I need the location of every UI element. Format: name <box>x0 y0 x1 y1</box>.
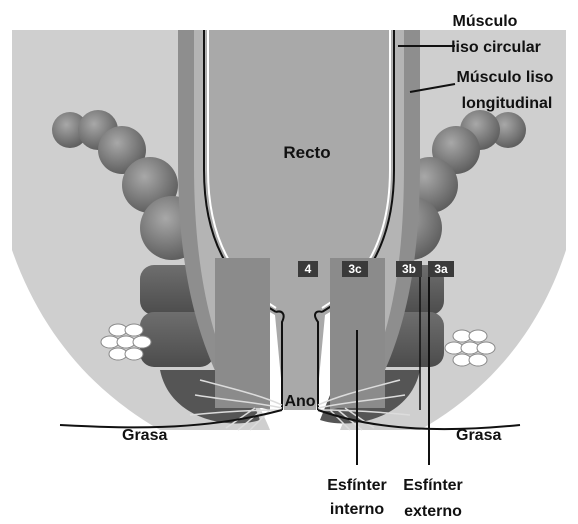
label-musculo-longitudinal-2: longitudinal <box>462 95 553 112</box>
label-musculo-longitudinal-1: Músculo liso <box>457 69 554 86</box>
label-grasa-left: Grasa <box>122 427 167 444</box>
label-grasa-right: Grasa <box>456 427 501 444</box>
tag-3b: 3b <box>396 261 422 277</box>
label-esfinter-interno-2: interno <box>330 501 384 518</box>
tag-3c: 3c <box>342 261 368 277</box>
label-ano: Ano <box>284 393 315 410</box>
label-esfinter-externo-2: externo <box>404 503 462 520</box>
svg-text:4: 4 <box>305 262 312 276</box>
label-recto: Recto <box>283 143 330 162</box>
label-musculo-circular-2: liso circular <box>451 39 541 56</box>
svg-text:3c: 3c <box>348 262 362 276</box>
label-esfinter-externo-1: Esfínter <box>403 477 463 494</box>
label-musculo-circular-1: Músculo <box>453 13 518 30</box>
svg-text:3a: 3a <box>434 262 448 276</box>
tag-3a: 3a <box>428 261 454 277</box>
label-esfinter-interno-1: Esfínter <box>327 477 387 494</box>
svg-text:3b: 3b <box>402 262 416 276</box>
tag-4: 4 <box>298 261 318 277</box>
